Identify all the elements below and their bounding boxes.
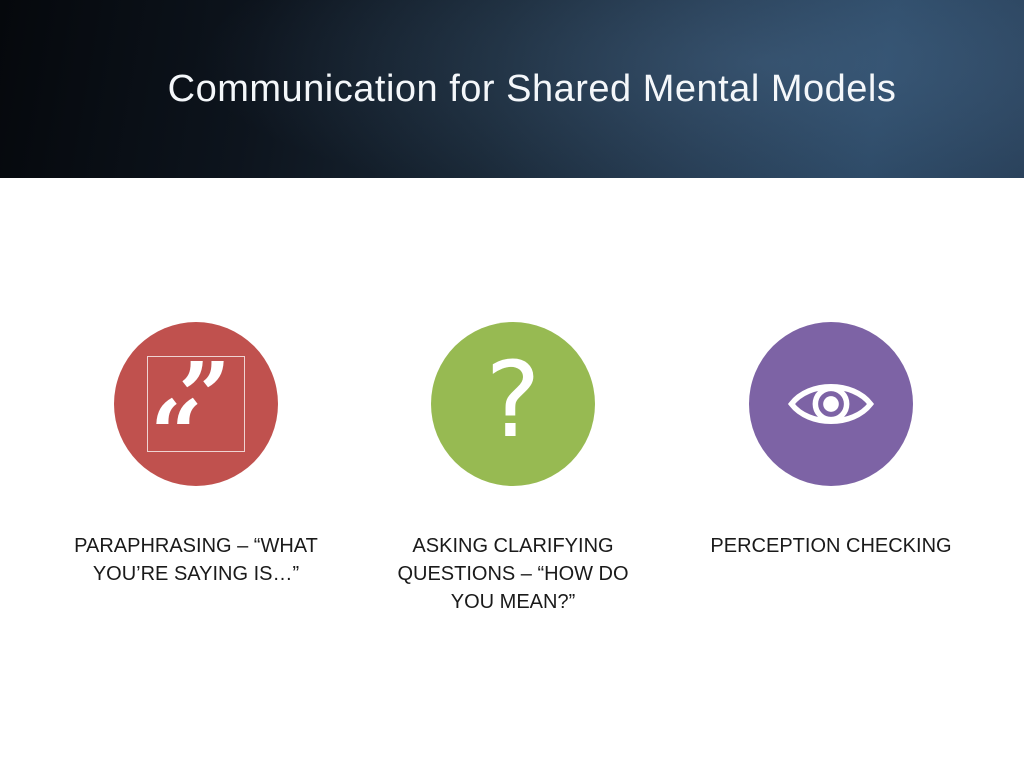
- caption-line: ASKING CLARIFYING: [412, 535, 614, 557]
- caption-line: QUESTIONS – “HOW DO: [397, 563, 629, 585]
- question-mark-glyph: ?: [485, 339, 541, 461]
- slide-title: Communication for Shared Mental Models: [167, 67, 897, 110]
- caption-line: PARAPHRASING – “WHAT: [74, 535, 318, 557]
- eye-svg: [787, 384, 875, 424]
- caption-line: YOU’RE SAYING IS…”: [92, 563, 300, 585]
- eye-icon: [749, 322, 913, 486]
- quote-frame: [147, 356, 245, 452]
- caption-line: YOU MEAN?”: [450, 591, 576, 613]
- caption-line: PERCEPTION CHECKING: [710, 535, 952, 557]
- item-perception-checking: PERCEPTION CHECKING: [671, 322, 991, 560]
- question-icon: ?: [431, 322, 595, 486]
- item-clarifying-questions: ? ASKING CLARIFYING QUESTIONS – “HOW DO …: [353, 322, 673, 616]
- item-paraphrasing: ” “ PARAPHRASING – “WHAT YOU’RE SAYING I…: [36, 322, 356, 588]
- open-quote-glyph: “: [150, 380, 203, 488]
- caption-clarifying-questions: ASKING CLARIFYING QUESTIONS – “HOW DO YO…: [353, 532, 673, 616]
- caption-perception-checking: PERCEPTION CHECKING: [671, 532, 991, 560]
- caption-paraphrasing: PARAPHRASING – “WHAT YOU’RE SAYING IS…”: [36, 532, 356, 588]
- header-band: Communication for Shared Mental Models: [0, 0, 1024, 178]
- close-quote-glyph: ”: [178, 342, 231, 450]
- quote-icon: ” “: [114, 322, 278, 486]
